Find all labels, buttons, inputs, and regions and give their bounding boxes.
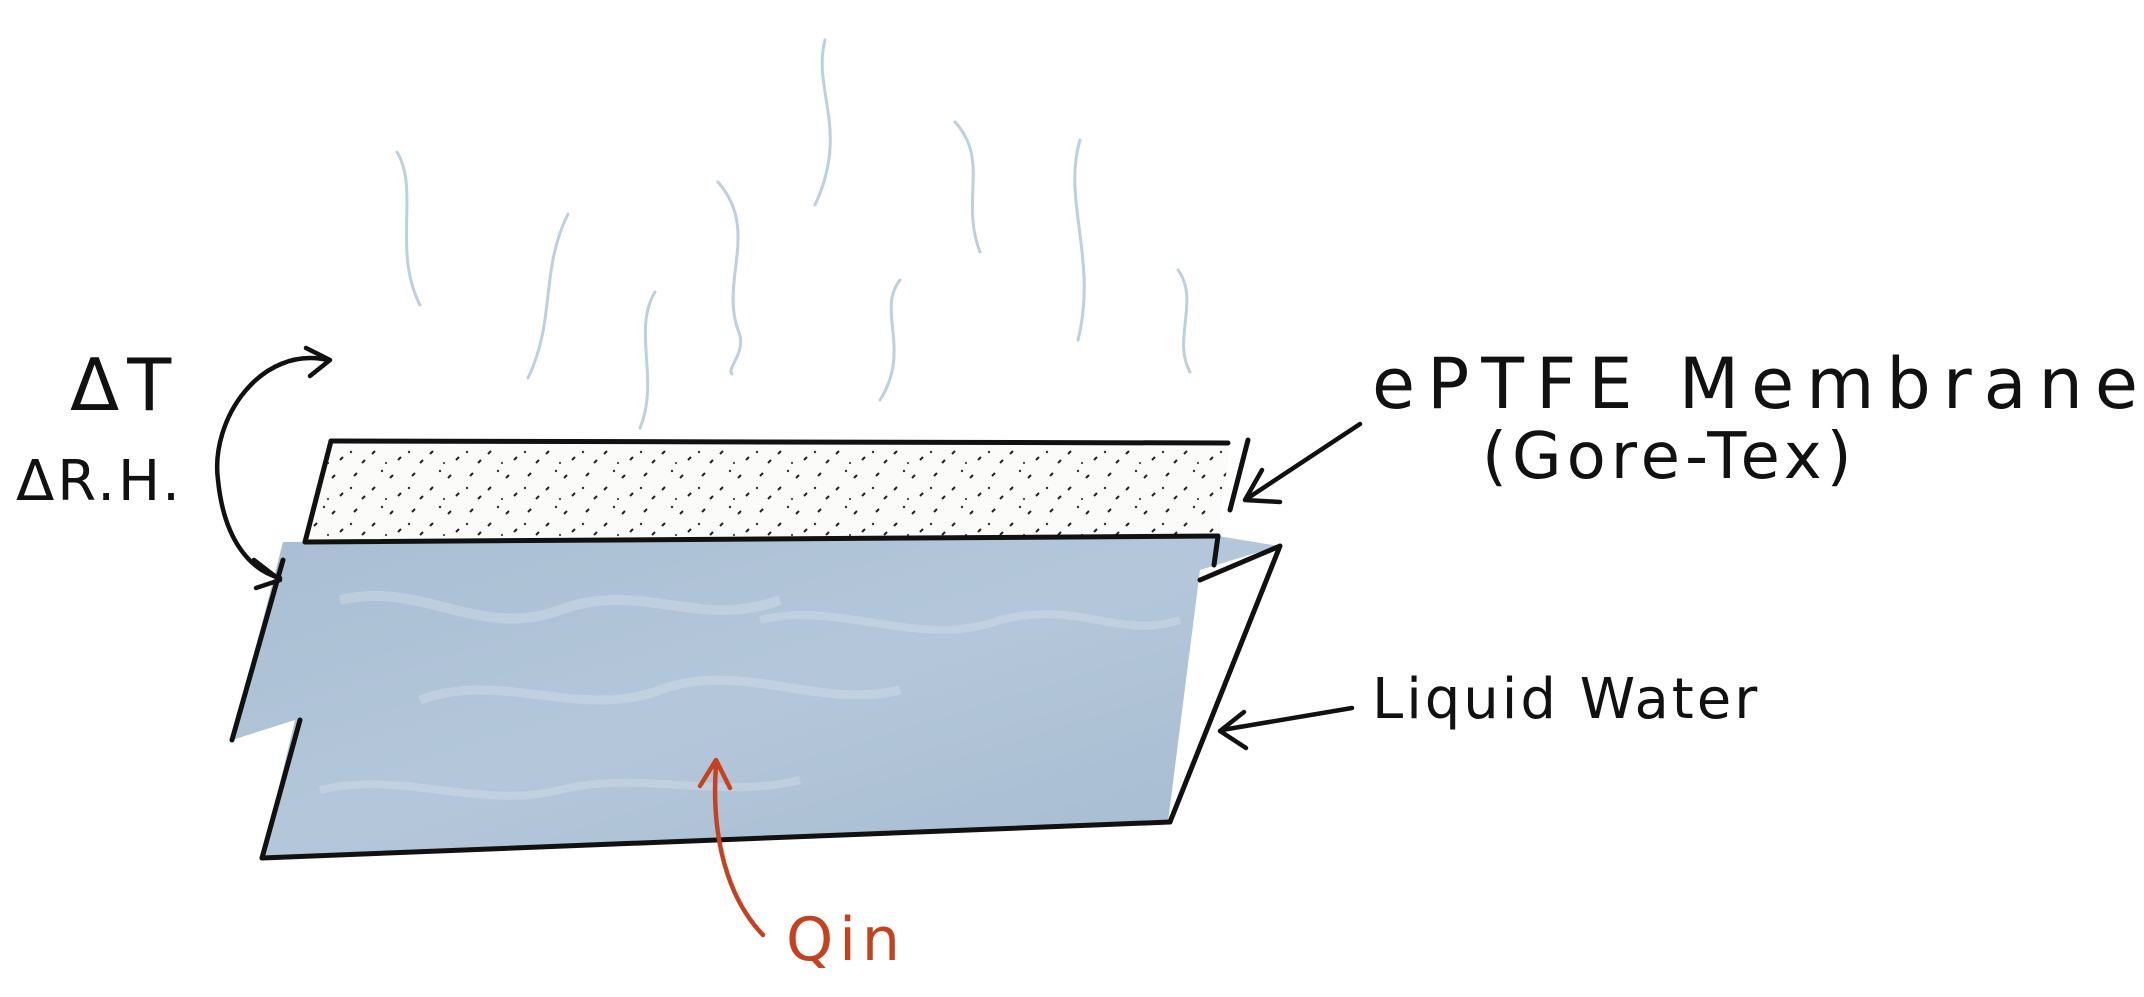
steam-wisps: [395, 38, 1192, 430]
heat-input-arrow: [697, 757, 766, 938]
heat-input-label: Qin: [786, 905, 906, 975]
steam-wisp: [813, 38, 832, 207]
liquid-water-layer: [232, 536, 1279, 858]
steam-wisp: [878, 278, 902, 402]
layer-outlines: [229, 437, 1283, 861]
membrane-pointer-arrow: [1242, 421, 1363, 505]
steam-wisp: [1176, 268, 1192, 374]
membrane-label-line1: ePTFE Membrane: [1372, 343, 2144, 425]
delta-curved-arrow: [214, 345, 333, 591]
steam-wisp: [526, 212, 570, 380]
steam-wisp: [716, 180, 742, 376]
steam-wisp: [638, 290, 657, 430]
steam-wisp: [395, 150, 422, 307]
membrane-label-line2: (Gore-Tex): [1482, 420, 1857, 494]
water-pointer-arrow: [1217, 705, 1355, 751]
water-texture: [319, 590, 1182, 800]
steam-wisp: [1073, 138, 1086, 342]
membrane-speckles: [305, 444, 1230, 542]
delta-t-label: ΔT: [70, 343, 179, 427]
steam-wisp: [953, 120, 982, 254]
water-label: Liquid Water: [1372, 667, 1760, 732]
delta-rh-label: ΔR.H.: [16, 449, 183, 514]
